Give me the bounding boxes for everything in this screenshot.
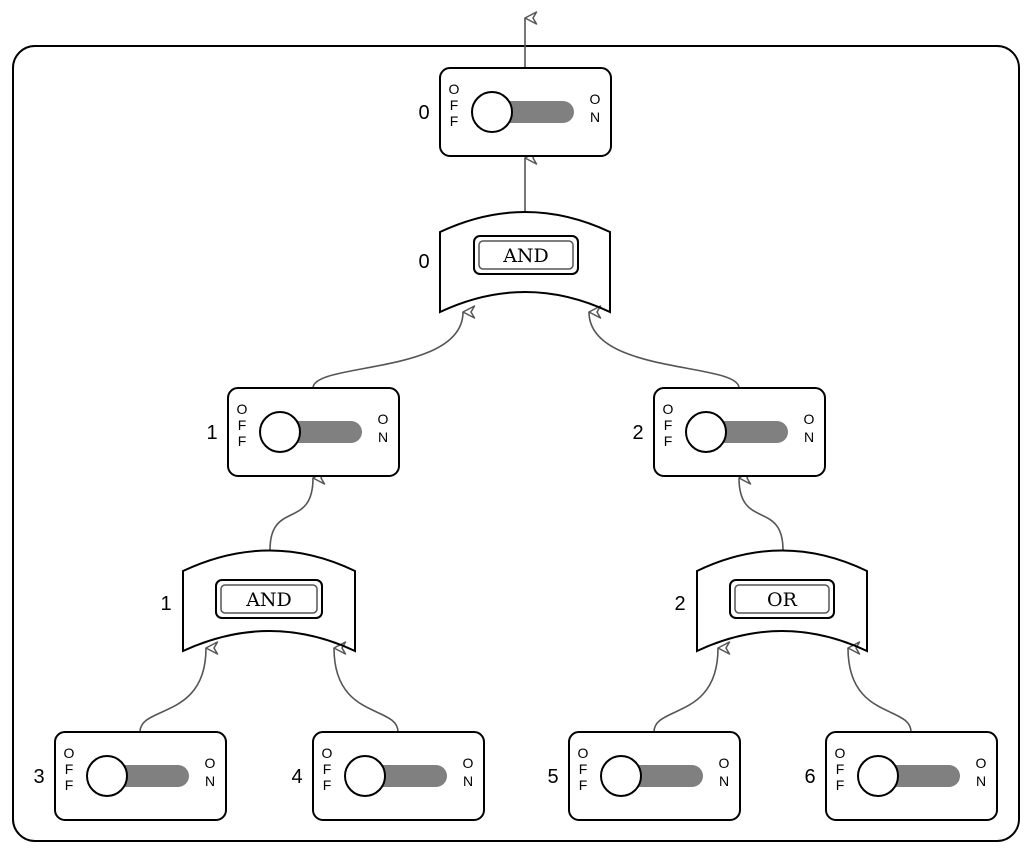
gate-left-label: 1 bbox=[160, 593, 171, 615]
switch-on-letter: O bbox=[463, 755, 474, 771]
switch-off-letter: F bbox=[836, 777, 845, 793]
switch-knob[interactable] bbox=[471, 91, 513, 133]
switch-off-letter: F bbox=[579, 777, 588, 793]
switch-off-letter: O bbox=[237, 401, 248, 417]
connector-gate-right-to-switch-2 bbox=[738, 471, 784, 551]
gate-top-label: 0 bbox=[418, 251, 429, 273]
switch-on-letter: O bbox=[976, 755, 987, 771]
gate-left: AND 1 bbox=[160, 549, 356, 653]
connector-gate-left-to-switch-1 bbox=[269, 471, 326, 551]
switch-label: 5 bbox=[547, 766, 558, 788]
gate-top: AND 0 bbox=[418, 211, 611, 314]
switch-knob[interactable] bbox=[685, 411, 727, 453]
connectors bbox=[139, 11, 912, 733]
switch-off-letter: O bbox=[663, 401, 674, 417]
switch-on-letter: O bbox=[590, 91, 601, 107]
switch-knob[interactable] bbox=[600, 755, 642, 797]
switch-label: 1 bbox=[206, 422, 217, 444]
switch-label: 0 bbox=[418, 102, 429, 124]
connector-switch-3-to-gate-left bbox=[139, 641, 219, 733]
switch-on-letter: O bbox=[719, 755, 730, 771]
switch-label: 3 bbox=[33, 766, 44, 788]
switch-knob[interactable] bbox=[86, 755, 128, 797]
gate-left-op: AND bbox=[245, 589, 292, 611]
switch-off-letter: O bbox=[64, 745, 75, 761]
connector-switch-2-to-gate-top bbox=[588, 305, 740, 389]
switch-off-letter: F bbox=[450, 97, 459, 113]
gate-right-label: 2 bbox=[674, 593, 685, 615]
switch-off-letter: F bbox=[664, 417, 673, 433]
connector-switch-6-to-gate-right bbox=[847, 641, 912, 733]
switch-knob[interactable] bbox=[857, 755, 899, 797]
connector-switch-4-to-gate-left bbox=[333, 641, 399, 733]
switch-off-letter: F bbox=[65, 777, 74, 793]
switch-label: 2 bbox=[632, 422, 643, 444]
connector-switch-1-to-gate-top bbox=[312, 305, 476, 389]
switch-knob[interactable] bbox=[259, 411, 301, 453]
switch-off-letter: F bbox=[450, 113, 459, 129]
switch-on-letter: N bbox=[719, 773, 729, 789]
switch-on-letter: O bbox=[205, 755, 216, 771]
switch-on-letter: N bbox=[463, 773, 473, 789]
gate-right-op: OR bbox=[767, 589, 798, 611]
outer-frame bbox=[12, 45, 1020, 842]
switch-off-letter: F bbox=[323, 777, 332, 793]
switch-off-letter: O bbox=[322, 745, 333, 761]
gate-right: OR 2 bbox=[674, 549, 868, 653]
switch-on-letter: N bbox=[378, 429, 388, 445]
switches: OFFON0OFFON1OFFON2OFFON3OFFON4OFFON5OFFO… bbox=[33, 67, 998, 821]
switch-on-letter: N bbox=[205, 773, 215, 789]
switch-on-letter: O bbox=[378, 411, 389, 427]
switch-label: 4 bbox=[291, 766, 302, 788]
switch-on-letter: O bbox=[804, 411, 815, 427]
gate-top-op: AND bbox=[502, 245, 549, 267]
switch-knob[interactable] bbox=[344, 755, 386, 797]
switch-off-letter: O bbox=[578, 745, 589, 761]
switch-on-letter: N bbox=[590, 109, 600, 125]
switch-label: 6 bbox=[804, 766, 815, 788]
switch-off-letter: F bbox=[836, 761, 845, 777]
switch-off-letter: F bbox=[323, 761, 332, 777]
connector-switch-5-to-gate-right bbox=[653, 641, 731, 733]
switch-on-letter: N bbox=[804, 429, 814, 445]
switch-off-letter: O bbox=[449, 81, 460, 97]
switch-off-letter: F bbox=[238, 417, 247, 433]
switch-off-letter: O bbox=[835, 745, 846, 761]
switch-off-letter: F bbox=[579, 761, 588, 777]
switch-off-letter: F bbox=[664, 433, 673, 449]
switch-on-letter: N bbox=[976, 773, 986, 789]
switch-off-letter: F bbox=[238, 433, 247, 449]
switch-off-letter: F bbox=[65, 761, 74, 777]
